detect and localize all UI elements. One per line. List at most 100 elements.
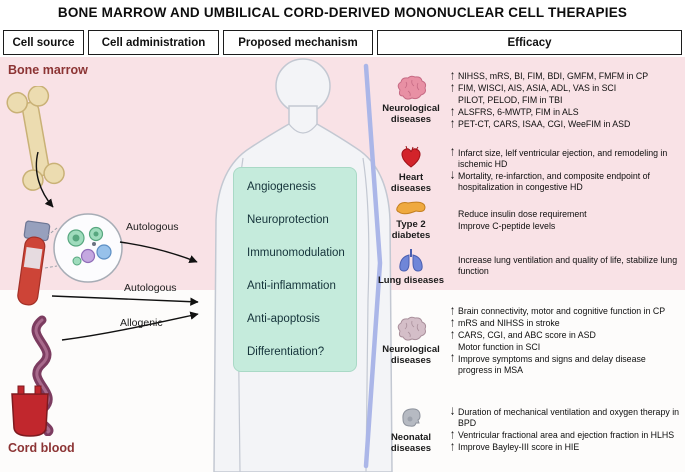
section-entries: Increase lung ventilation and quality of…	[447, 254, 682, 278]
efficacy-entry: Motor function in SCI	[447, 342, 682, 353]
trend-arrow	[447, 252, 458, 280]
efficacy-entry: ↑Ventricular fractional area and ejectio…	[447, 427, 682, 443]
efficacy-section-neonatal: Neonatal diseases ↓Duration of mechanica…	[378, 391, 682, 469]
mechanism-item: Anti-inflammation	[247, 280, 336, 292]
section-label: Neurological diseases	[382, 343, 440, 366]
efficacy-entry: ↑Improve Bayley-III score in HIE	[447, 439, 682, 455]
entry-text: Increase lung ventilation and quality of…	[458, 255, 678, 276]
efficacy-entry: ↑Improve symptoms and signs and delay di…	[447, 349, 682, 376]
section-icon-column: Neurological diseases	[378, 316, 444, 366]
efficacy-entry: PILOT, PELOD, FIM in TBI	[447, 95, 682, 106]
entry-text: Brain connectivity, motor and cognitive …	[458, 305, 666, 316]
administration-label-allogenic: Allogenic	[120, 317, 163, 329]
section-entries: Reduce insulin dose requirement Improve …	[447, 208, 682, 233]
efficacy-entry: ↑FIM, WISCI, AIS, ASIA, ADL, VAS in SCI	[447, 79, 682, 95]
section-entries: ↑NIHSS, mRS, BI, FIM, BDI, GMFM, FMFM in…	[447, 67, 682, 131]
efficacy-entry: ↑ALSFRS, 6-MWTP, FIM in ALS	[447, 103, 682, 119]
section-label: Neonatal diseases	[390, 432, 432, 454]
section-label: Type 2 diabetes	[391, 219, 431, 241]
entry-text: Duration of mechanical ventilation and o…	[458, 407, 680, 428]
mechanism-item: Angiogenesis	[247, 181, 317, 193]
column-header-efficacy: Efficacy	[377, 30, 682, 55]
efficacy-section-type2-diabetes: Type 2 diabetes Reduce insulin dose requ…	[378, 199, 682, 241]
blood-tube-icon	[17, 220, 51, 306]
blood-bag-icon	[11, 385, 49, 437]
efficacy-entry: Increase lung ventilation and quality of…	[447, 255, 682, 277]
mechanism-item: Anti-apoptosis	[247, 313, 320, 325]
trend-arrow: ↑	[449, 67, 456, 83]
proposed-mechanism-box: Angiogenesis Neuroprotection Immunomodul…	[233, 167, 357, 372]
efficacy-entry: ↑mRS and NIHSS in stroke	[447, 316, 682, 330]
section-icon-column: Neonatal diseases	[378, 406, 444, 454]
column-header-cell-source: Cell source	[3, 30, 84, 55]
section-icon-column: Heart diseases	[378, 146, 444, 194]
entry-text: Improve symptoms and signs and delay dis…	[458, 353, 646, 375]
efficacy-section-neurological-cb: Neurological diseases ↑Brain connectivit…	[378, 291, 682, 390]
entry-text: PILOT, PELOD, FIM in TBI	[458, 94, 563, 105]
efficacy-entry: ↑Brain connectivity, motor and cognitive…	[447, 302, 682, 318]
administration-label-autologous-1: Autologous	[126, 221, 179, 233]
entry-text: NIHSS, mRS, BI, FIM, BDI, GMFM, FMFM in …	[458, 70, 649, 81]
pancreas-icon	[396, 201, 426, 215]
administration-label-autologous-2: Autologous	[124, 282, 177, 294]
section-icon-column: Lung diseases	[378, 247, 444, 286]
efficacy-entry: ↑PET-CT, CARS, ISAA, CGI, WeeFIM in ASD	[447, 115, 682, 131]
trend-arrow: ↓	[449, 403, 456, 418]
trend-arrow: ↑	[449, 326, 456, 342]
section-label: Neurological diseases	[382, 103, 440, 125]
section-icon-column: Neurological diseases	[378, 75, 444, 125]
mechanism-item: Immunomodulation	[247, 247, 345, 259]
figure-title: BONE MARROW AND UMBILICAL CORD-DERIVED M…	[57, 5, 628, 20]
lungs-icon	[399, 248, 423, 272]
trend-arrow: ↑	[449, 143, 456, 159]
section-entries: ↑Infarct size, lelf ventricular ejection…	[447, 143, 682, 194]
mechanism-item: Differentiation?	[247, 346, 325, 358]
trend-arrow: ↓	[449, 166, 456, 182]
efficacy-entry: ↑CARS, CGI, and ABC score in ASD	[447, 326, 682, 342]
entry-text: Reduce insulin dose requirement	[458, 208, 587, 219]
entry-text: Mortality, re-infarction, and composite …	[458, 170, 650, 192]
entry-text: FIM, WISCI, AIS, ASIA, ADL, VAS in SCI	[458, 82, 617, 93]
trend-arrow: ↑	[449, 79, 456, 95]
entry-text: Improve C-peptide levels	[458, 220, 556, 231]
column-header-proposed-mechanism: Proposed mechanism	[223, 30, 373, 55]
entry-text: Ventricular fractional area and ejection…	[458, 430, 675, 440]
section-icon-column: Type 2 diabetes	[378, 199, 444, 241]
trend-arrow: ↑	[449, 349, 456, 365]
efficacy-entry: ↓Duration of mechanical ventilation and …	[447, 403, 682, 429]
column-header-cell-administration: Cell administration	[88, 30, 219, 55]
heart-icon	[401, 146, 421, 168]
entry-text: Improve Bayley-III score in HIE	[458, 442, 580, 452]
efficacy-section-lung: Lung diseases Increase lung ventilation …	[378, 242, 682, 290]
efficacy-section-heart: Heart diseases ↑Infarct size, lelf ventr…	[378, 140, 682, 200]
trend-arrow: ↑	[449, 302, 456, 318]
mononuclear-cells-illustration	[53, 213, 123, 283]
section-label: Heart diseases	[390, 172, 432, 194]
trend-arrow: ↑	[449, 427, 456, 443]
cord-blood-source-label: Cord blood	[8, 441, 75, 455]
section-label: Lung diseases	[378, 274, 444, 286]
brain-icon	[397, 316, 427, 341]
efficacy-entry: ↑Infarct size, lelf ventricular ejection…	[447, 143, 682, 170]
efficacy-entry: Reduce insulin dose requirement	[447, 209, 682, 220]
bone-marrow-source-label: Bone marrow	[8, 63, 88, 77]
efficacy-section-neurological-bm: Neurological diseases ↑NIHSS, mRS, BI, F…	[378, 60, 682, 140]
efficacy-entry: ↑NIHSS, mRS, BI, FIM, BDI, GMFM, FMFM in…	[447, 67, 682, 83]
trend-arrow: ↑	[449, 115, 456, 131]
section-entries: ↑Brain connectivity, motor and cognitive…	[447, 302, 682, 377]
trend-arrow: ↑	[449, 103, 456, 119]
mechanism-item: Neuroprotection	[247, 214, 329, 226]
entry-text: Motor function in SCI	[458, 341, 541, 352]
entry-text: ALSFRS, 6-MWTP, FIM in ALS	[458, 106, 579, 117]
brain-icon	[397, 75, 427, 100]
entry-text: Infarct size, lelf ventricular ejection,…	[458, 147, 668, 169]
bone-icon	[6, 86, 65, 191]
entry-text: mRS and NIHSS in stroke	[458, 317, 560, 328]
efficacy-entry: ↓Mortality, re-infarction, and composite…	[447, 166, 682, 193]
baby-icon	[402, 408, 421, 427]
trend-arrow: ↑	[449, 439, 456, 455]
entry-text: CARS, CGI, and ABC score in ASD	[458, 329, 596, 340]
trend-arrow	[447, 219, 458, 233]
entry-text: PET-CT, CARS, ISAA, CGI, WeeFIM in ASD	[458, 118, 631, 129]
